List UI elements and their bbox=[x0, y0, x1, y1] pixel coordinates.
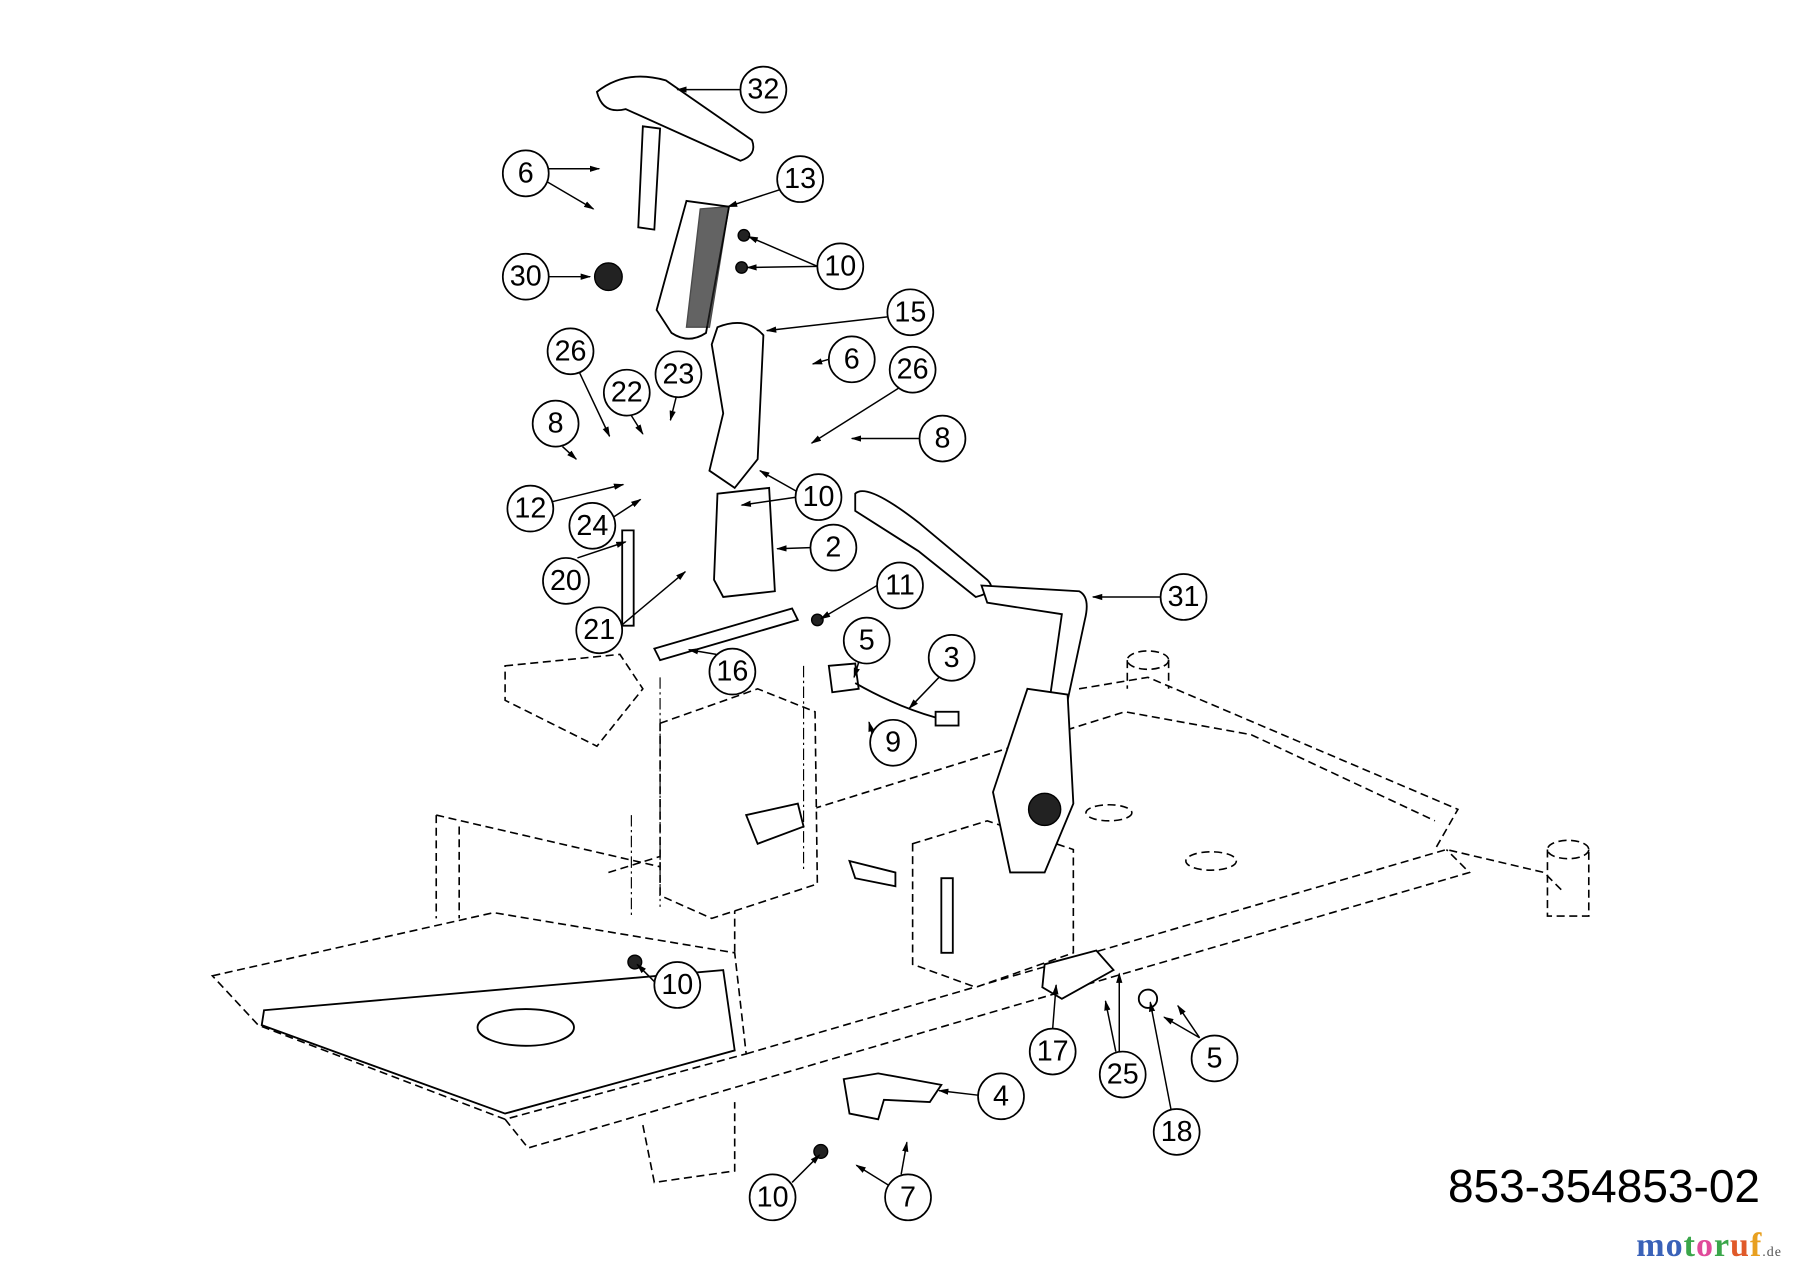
callout-25[interactable]: 25 bbox=[1098, 1050, 1147, 1099]
svg-text:11: 11 bbox=[885, 569, 915, 601]
callout-12[interactable]: 12 bbox=[506, 484, 555, 533]
part-3-switch bbox=[827, 662, 860, 694]
watermark-letter: o bbox=[1665, 1227, 1684, 1264]
callout-6[interactable]: 6 bbox=[501, 149, 550, 198]
svg-text:10: 10 bbox=[661, 969, 693, 1001]
callout-10[interactable]: 10 bbox=[748, 1173, 797, 1222]
callouts: 32 6 13 10 30 15 6 26 22 23 26 8 8 10 12… bbox=[501, 65, 1239, 1222]
svg-text:26: 26 bbox=[897, 354, 929, 386]
callout-10[interactable]: 10 bbox=[653, 961, 702, 1009]
callout-2[interactable]: 2 bbox=[809, 523, 858, 572]
callout-10[interactable]: 10 bbox=[794, 473, 843, 521]
callout-13[interactable]: 13 bbox=[776, 155, 824, 203]
svg-text:8: 8 bbox=[934, 423, 950, 455]
watermark-suffix: .de bbox=[1762, 1245, 1782, 1260]
watermark-letter: u bbox=[1730, 1227, 1750, 1264]
watermark-letter: t bbox=[1683, 1227, 1696, 1264]
callout-6[interactable]: 6 bbox=[827, 335, 876, 384]
part-4-plate bbox=[842, 1072, 943, 1121]
part-15-lever-arm bbox=[708, 322, 765, 490]
callout-17[interactable]: 17 bbox=[1028, 1027, 1077, 1076]
svg-text:3: 3 bbox=[944, 642, 960, 674]
svg-text:5: 5 bbox=[859, 625, 875, 657]
svg-text:30: 30 bbox=[510, 261, 542, 293]
callout-16[interactable]: 16 bbox=[708, 647, 757, 696]
callout-4[interactable]: 4 bbox=[977, 1072, 1025, 1121]
callout-5[interactable]: 5 bbox=[1190, 1034, 1239, 1083]
svg-text:20: 20 bbox=[550, 565, 582, 597]
callout-8[interactable]: 8 bbox=[531, 399, 580, 448]
callout-7[interactable]: 7 bbox=[884, 1173, 932, 1222]
svg-text:7: 7 bbox=[900, 1181, 916, 1213]
callout-11[interactable]: 11 bbox=[876, 561, 924, 610]
watermark-letter: o bbox=[1695, 1227, 1714, 1264]
svg-text:10: 10 bbox=[757, 1181, 789, 1213]
svg-text:13: 13 bbox=[784, 163, 816, 195]
callout-21[interactable]: 21 bbox=[575, 606, 624, 655]
svg-text:32: 32 bbox=[747, 74, 779, 106]
callout-24[interactable]: 24 bbox=[568, 501, 617, 550]
parts bbox=[593, 75, 1159, 1160]
callout-26[interactable]: 26 bbox=[546, 327, 595, 376]
svg-text:16: 16 bbox=[716, 656, 748, 688]
svg-text:6: 6 bbox=[844, 343, 860, 375]
callout-31[interactable]: 31 bbox=[1159, 573, 1208, 621]
callout-15[interactable]: 15 bbox=[886, 288, 935, 337]
part-17-pad bbox=[1041, 949, 1115, 1000]
svg-text:18: 18 bbox=[1161, 1116, 1193, 1148]
watermark-letter: f bbox=[1749, 1227, 1763, 1264]
callout-3[interactable]: 3 bbox=[927, 633, 976, 682]
callout-20[interactable]: 20 bbox=[542, 557, 590, 605]
watermark-name: motoruf bbox=[1636, 1227, 1762, 1264]
watermark-letter: r bbox=[1713, 1227, 1731, 1264]
part-16-damper bbox=[653, 607, 800, 662]
callout-23[interactable]: 23 bbox=[654, 350, 703, 399]
callout-26[interactable]: 26 bbox=[888, 345, 937, 394]
svg-text:2: 2 bbox=[825, 532, 841, 564]
document-number: 853-354853-02 bbox=[1447, 1160, 1760, 1212]
svg-text:6: 6 bbox=[518, 157, 534, 189]
callout-9[interactable]: 9 bbox=[869, 718, 917, 767]
svg-text:22: 22 bbox=[611, 377, 643, 409]
svg-text:5: 5 bbox=[1207, 1042, 1223, 1074]
svg-text:24: 24 bbox=[576, 510, 608, 542]
callout-10[interactable]: 10 bbox=[816, 242, 865, 291]
svg-text:10: 10 bbox=[803, 481, 835, 513]
svg-text:12: 12 bbox=[514, 493, 546, 525]
svg-text:31: 31 bbox=[1168, 581, 1200, 613]
svg-text:21: 21 bbox=[583, 614, 615, 646]
callout-22[interactable]: 22 bbox=[602, 368, 651, 417]
svg-text:23: 23 bbox=[662, 358, 694, 390]
svg-text:8: 8 bbox=[548, 408, 564, 440]
svg-text:9: 9 bbox=[885, 727, 901, 759]
svg-text:25: 25 bbox=[1107, 1059, 1139, 1091]
callout-8[interactable]: 8 bbox=[918, 414, 967, 463]
watermark-logo: motoruf.de bbox=[1636, 1226, 1782, 1273]
part-31-lever-arm bbox=[854, 490, 992, 598]
svg-text:4: 4 bbox=[993, 1080, 1009, 1112]
watermark-letter: m bbox=[1636, 1227, 1666, 1264]
svg-text:10: 10 bbox=[824, 250, 856, 282]
callout-32[interactable]: 32 bbox=[739, 65, 788, 114]
part-32-handle-grip bbox=[595, 75, 755, 162]
part-20-spring bbox=[621, 529, 635, 627]
callout-5[interactable]: 5 bbox=[842, 616, 891, 665]
callout-18[interactable]: 18 bbox=[1152, 1108, 1201, 1156]
svg-text:15: 15 bbox=[894, 296, 926, 328]
svg-text:26: 26 bbox=[555, 335, 587, 367]
part-2-bracket bbox=[713, 486, 776, 598]
callout-30[interactable]: 30 bbox=[501, 252, 550, 301]
svg-text:17: 17 bbox=[1037, 1036, 1069, 1068]
